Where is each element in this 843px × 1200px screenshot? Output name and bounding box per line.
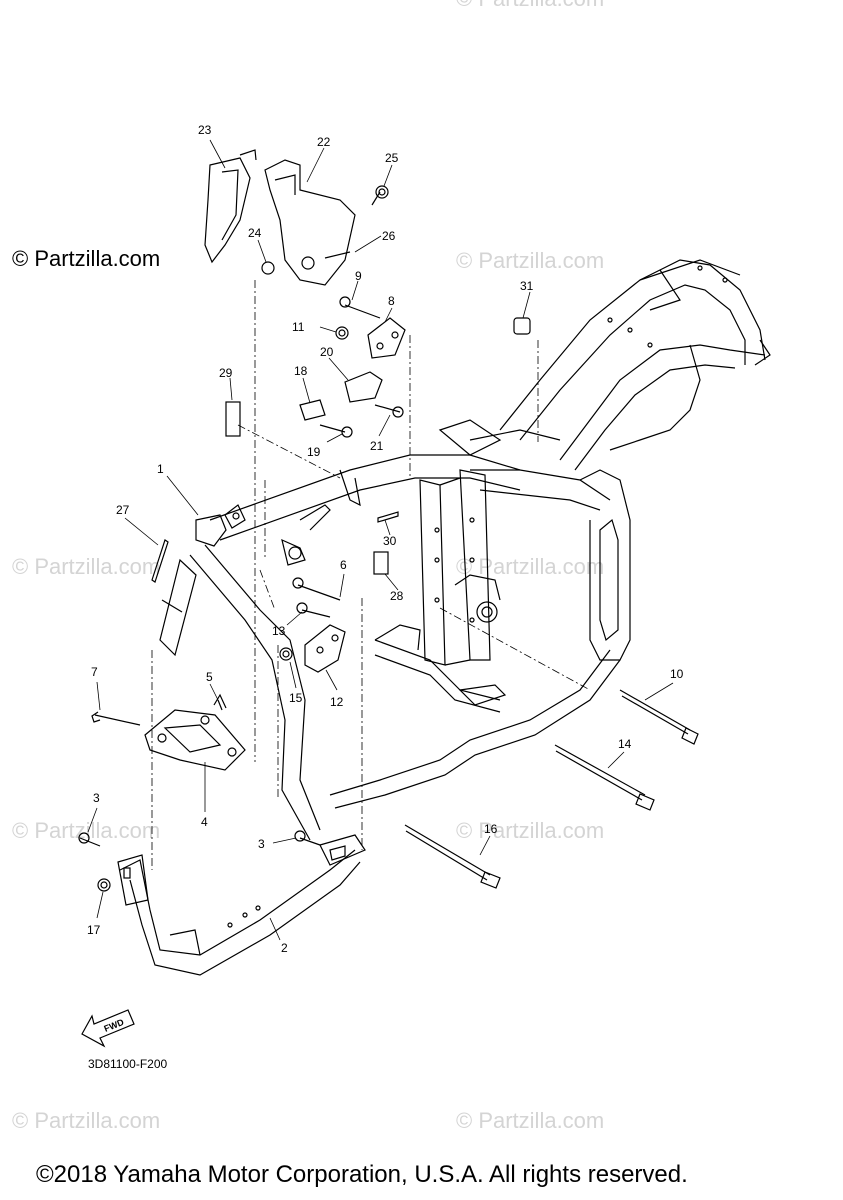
watermark-top: © Partzilla.com: [456, 0, 604, 12]
callout-16: 16: [484, 822, 498, 836]
callout-26: 26: [382, 229, 396, 243]
callout-17: 17: [87, 923, 101, 937]
callout-10: 10: [670, 667, 684, 681]
callout-1: 1: [157, 462, 164, 476]
callout-9: 9: [355, 269, 362, 283]
callout-11: 11: [292, 320, 305, 334]
labels: [151, 401, 399, 583]
callout-8: 8: [388, 294, 395, 308]
callout-24: 24: [248, 226, 262, 240]
callout-3-left: 3: [93, 791, 100, 805]
callout-7: 7: [91, 665, 98, 679]
callout-6: 6: [340, 558, 347, 572]
callout-27: 27: [116, 503, 130, 517]
small-hardware: [78, 185, 531, 892]
callout-21: 21: [370, 439, 384, 453]
callout-25: 25: [385, 151, 399, 165]
leader-lines: [151, 280, 591, 870]
callout-22: 22: [317, 135, 331, 149]
watermark-lower-center: © Partzilla.com: [456, 818, 605, 843]
callout-20: 20: [320, 345, 334, 359]
main-frame: [159, 259, 771, 841]
callout-5: 5: [206, 670, 213, 684]
copyright-notice: ©2018 Yamaha Motor Corporation, U.S.A. A…: [36, 1161, 688, 1188]
lower-down-tube: [117, 834, 366, 976]
watermark-main: © Partzilla.com: [12, 246, 161, 271]
callout-19: 19: [307, 445, 321, 459]
watermark-center: © Partzilla.com: [456, 554, 605, 579]
long-bolts: [404, 689, 699, 889]
callout-31: 31: [520, 279, 534, 293]
watermark-lower-left: © Partzilla.com: [12, 818, 161, 843]
watermark-mid-right: © Partzilla.com: [456, 248, 605, 273]
engine-mount-bracket: [91, 693, 246, 771]
callout-15: 15: [289, 691, 303, 705]
watermark-left: © Partzilla.com: [12, 554, 161, 579]
watermark-bottom-left: © Partzilla.com: [12, 1108, 161, 1133]
callout-30: 30: [383, 534, 397, 548]
forward-arrow-icon: FWD: [81, 1009, 135, 1048]
callout-leaders: [87, 139, 674, 941]
callout-28: 28: [390, 589, 404, 603]
callout-3-center: 3: [258, 837, 265, 851]
callout-14: 14: [618, 737, 632, 751]
callout-29: 29: [219, 366, 233, 380]
watermark-bottom-right: © Partzilla.com: [456, 1108, 605, 1133]
callout-23: 23: [198, 123, 212, 137]
callout-numbers: 1 2 3 3 4 5 6 7 8 9 10 11 12 13 14 15 16…: [87, 123, 684, 955]
side-covers: [204, 149, 356, 286]
diagram-code: 3D81100-F200: [88, 1057, 168, 1071]
callout-4: 4: [201, 815, 208, 829]
callout-12: 12: [330, 695, 344, 709]
callout-13: 13: [272, 624, 286, 638]
callout-18: 18: [294, 364, 308, 378]
callout-2: 2: [281, 941, 288, 955]
